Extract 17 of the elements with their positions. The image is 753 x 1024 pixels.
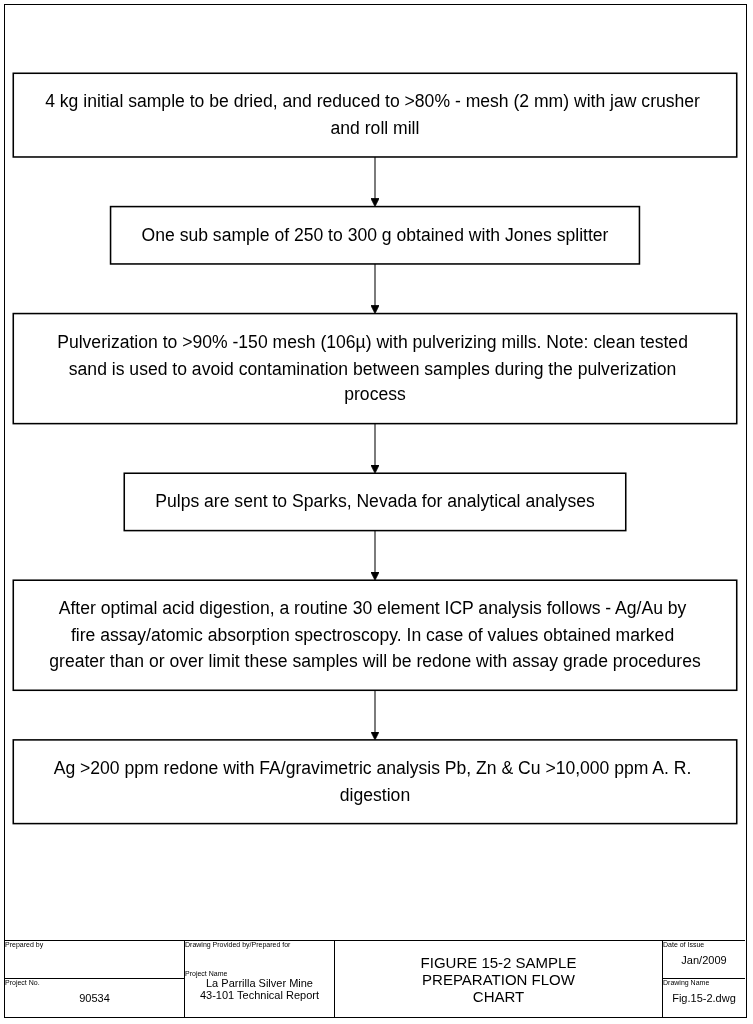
- arrow: [370, 423, 380, 474]
- arrow: [370, 530, 380, 581]
- node-box: Ag >200 ppm redone with FA/gravimetric analysis Pb, Zn & Cu >10,000 ppm A. R. digestion: [12, 739, 738, 825]
- node-box: Pulverization to >90% -150 mesh (106µ) with pulverizing mills. Note: clean tested sand is used to avoid contamination between samples during the pulverization process: [12, 312, 738, 425]
- arrow: [370, 263, 380, 314]
- node-box: Pulps are sent to Sparks, Nevada for analytical analyses: [123, 472, 627, 532]
- report-name: 43-101 Technical Report: [198, 989, 320, 1001]
- arrow: [370, 689, 380, 741]
- node-box: After optimal acid digestion, a routine 30 element ICP analysis follows - Ag/Au by fire assay/atomic absorption spectroscopy. In case of values obtained marked greater than or over limit these samples will be redone with assay grade procedures: [12, 579, 738, 692]
- figure-title: FIGURE 15-2 SAMPLE PREPARATION FLOW CHART: [419, 953, 578, 1005]
- project-number: 90534: [78, 992, 111, 1004]
- node-box: One sub sample of 250 to 300 g obtained with Jones splitter: [109, 205, 641, 265]
- issue-date: Jan/2009: [680, 954, 728, 966]
- drawing-file-name: Fig.15-2.dwg: [671, 992, 737, 1004]
- project-name: La Parrilla Silver Mine: [206, 977, 314, 989]
- arrow: [370, 156, 380, 207]
- node-box: 4 kg initial sample to be dried, and reduced to >80% - mesh (2 mm) with jaw crusher and roll mill: [12, 72, 738, 158]
